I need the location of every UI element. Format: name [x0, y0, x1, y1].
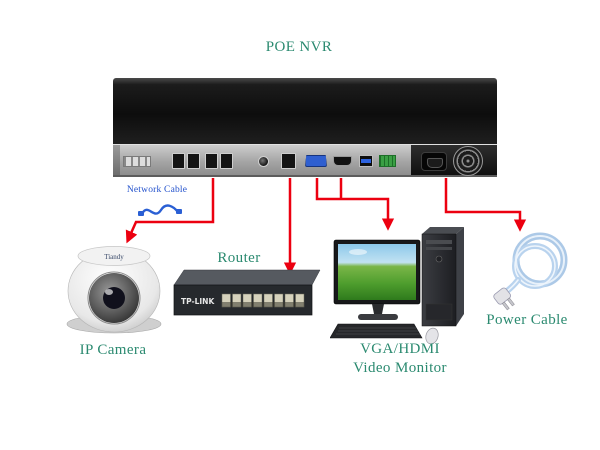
monitor-screen-icon	[333, 239, 421, 320]
router-ports	[221, 293, 305, 308]
poe-port-2	[187, 153, 200, 169]
pc-tower-icon	[421, 227, 464, 327]
monitor-label-line1: VGA/HDMI	[360, 341, 440, 357]
fan-grille-icon	[453, 146, 483, 176]
usb-port	[359, 155, 373, 167]
lan-port	[281, 153, 296, 169]
power-plug	[493, 287, 515, 311]
ip-camera-icon: Tiandy	[66, 246, 162, 334]
power-cable-label: Power Cable	[486, 312, 568, 328]
network-cable-label: Network Cable	[126, 185, 188, 195]
monitor-label-line2: Video Monitor	[353, 360, 447, 376]
video-monitor-icon	[330, 227, 464, 345]
router-label: Router	[217, 250, 261, 266]
router-icon: TP-LINK	[173, 269, 321, 316]
monitor-label: VGA/HDMI Video Monitor	[340, 340, 460, 378]
nvr-top-panel	[113, 78, 497, 144]
router-brand-text: TP-LINK	[181, 297, 215, 306]
poe-port-3	[205, 153, 218, 169]
status-display	[123, 156, 151, 167]
nvr-front-panel	[113, 144, 497, 177]
camera-top-cap	[77, 246, 151, 266]
wire-nvr-to-camera	[125, 178, 215, 244]
poe-port-1	[172, 153, 185, 169]
network-cable-icon	[138, 204, 182, 216]
poe-port-4	[220, 153, 233, 169]
camera-brand-text: Tiandy	[104, 253, 124, 261]
nvr-rack-ear-left	[113, 145, 120, 175]
audio-connector	[258, 156, 269, 167]
alarm-terminal	[379, 155, 396, 167]
power-cable-icon	[493, 232, 568, 311]
ip-camera-label: IP Camera	[79, 342, 147, 358]
mouse-icon	[425, 327, 439, 345]
keyboard-icon	[330, 323, 423, 339]
wire-nvr-to-monitor	[315, 178, 395, 231]
nvr-title-label: POE NVR	[265, 39, 333, 55]
wire-nvr-to-power	[444, 178, 527, 232]
power-inlet	[421, 152, 447, 171]
hdmi-port	[333, 156, 352, 166]
router-top	[173, 269, 321, 286]
